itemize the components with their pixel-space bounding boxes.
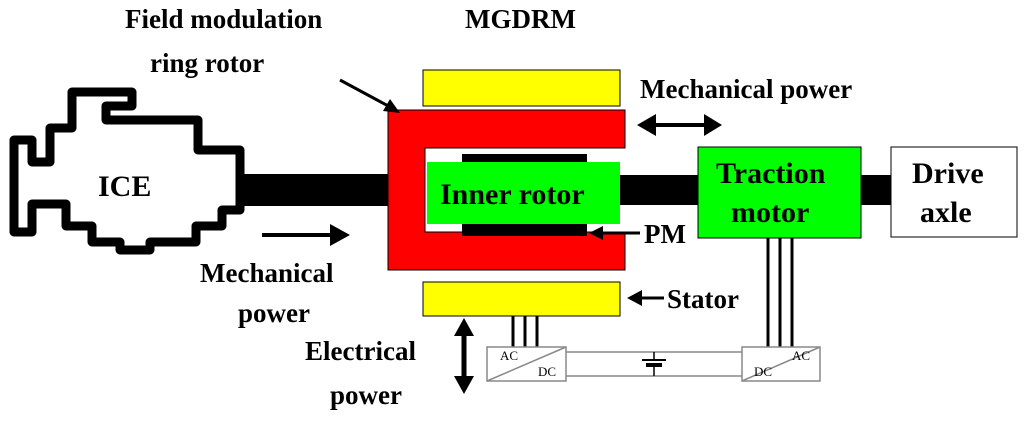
drive-axle-label-line2: axle bbox=[920, 196, 972, 229]
stator-label: Stator bbox=[667, 284, 739, 314]
drive-axle bbox=[890, 146, 1018, 238]
stator-pointer-arrowhead bbox=[627, 290, 642, 306]
mechanical-power-right-label: Mechanical power bbox=[640, 74, 852, 104]
right-converter-dc-label: DC bbox=[754, 364, 772, 379]
stator-top bbox=[422, 69, 621, 107]
pm-label: PM bbox=[644, 219, 686, 249]
inner-rotor-label: Inner rotor bbox=[440, 178, 585, 211]
inner-rotor bbox=[427, 162, 620, 224]
traction-motor-three-phase-wires bbox=[766, 238, 794, 347]
dc-link-capacitor-symbol bbox=[642, 352, 666, 376]
right-converter-ac-label: AC bbox=[792, 348, 810, 363]
field-modulation-ring-rotor bbox=[387, 109, 626, 271]
permanent-magnet-bottom bbox=[462, 224, 587, 236]
field-modulation-label-line2: ring rotor bbox=[150, 48, 264, 78]
inner-rotor-shaft bbox=[620, 175, 700, 205]
mechanical-power-left-label-line2: power bbox=[238, 298, 310, 328]
field-modulation-label-line1: Field modulation bbox=[125, 4, 322, 34]
mgdrm-label: MGDRM bbox=[465, 4, 576, 34]
mechanical-power-double-arrow-right-head bbox=[704, 114, 722, 136]
ice-label: ICE bbox=[98, 170, 151, 203]
traction-motor bbox=[697, 146, 862, 239]
ice-engine-outline bbox=[9, 87, 245, 255]
traction-motor-label-line1: Traction bbox=[716, 157, 826, 190]
left-converter-diagonal bbox=[486, 346, 567, 382]
pm-pointer-arrowhead bbox=[589, 226, 603, 240]
mechanical-power-left-label-line1: Mechanical bbox=[200, 258, 334, 288]
traction-motor-label-line2: motor bbox=[731, 196, 809, 229]
stator-three-phase-wires bbox=[511, 316, 539, 347]
ring-rotor-pointer-arrowhead bbox=[383, 99, 400, 113]
stator-bottom bbox=[422, 281, 621, 317]
ring-rotor-pointer-line bbox=[339, 78, 393, 110]
left-converter-dc-label: DC bbox=[538, 364, 556, 379]
output-shaft bbox=[860, 175, 892, 205]
electrical-power-label-line2: power bbox=[330, 380, 402, 410]
drive-axle-label-line1: Drive bbox=[912, 157, 984, 190]
mechanical-power-left-arrow-head bbox=[330, 224, 350, 246]
right-converter-diagonal bbox=[741, 346, 821, 382]
electrical-power-label-line1: Electrical bbox=[305, 336, 416, 366]
electrical-power-double-arrow-top-head bbox=[454, 318, 474, 336]
ice-shaft bbox=[235, 174, 390, 206]
left-converter-ac-label: AC bbox=[500, 348, 518, 363]
electrical-power-double-arrow-bottom-head bbox=[454, 376, 474, 394]
mechanical-power-double-arrow-left-head bbox=[637, 114, 656, 136]
